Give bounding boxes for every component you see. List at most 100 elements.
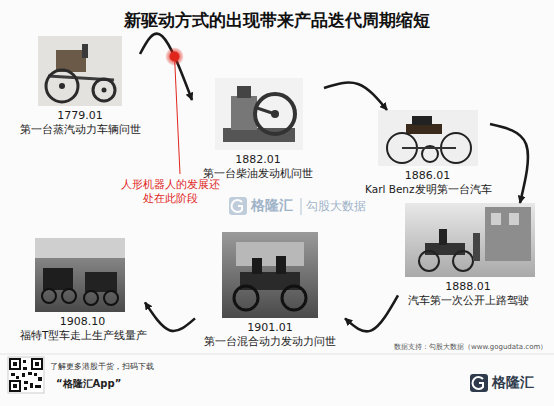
timeline-event: 1888.01汽车第一次公开上路驾驶 — [398, 203, 538, 307]
ford-line-photo-part — [35, 238, 125, 312]
data-source-note: 数据支持：勾股大数据（www.gogudata.com） — [394, 343, 547, 351]
hybrid-car-photo-part — [236, 242, 304, 266]
timeline-arrow — [345, 295, 398, 331]
benz-car-photo-part — [412, 116, 432, 125]
brand-logo-mark-part — [470, 374, 488, 392]
benz-car-photo-part — [406, 124, 442, 134]
event-caption: Karl Benz发明第一台汽车 — [365, 183, 490, 197]
steam-vehicle-photo-part — [38, 36, 122, 106]
watermark-text: 勾股大数据 — [306, 199, 366, 213]
road-drive-photo-part — [473, 233, 480, 261]
qr-code-part — [8, 357, 44, 393]
hybrid-car-photo-part — [252, 258, 262, 274]
steam-vehicle-photo — [38, 36, 122, 106]
event-date: 1882.01 — [192, 153, 324, 167]
event-caption: 第一台混合动力发动力问世 — [195, 335, 345, 349]
diesel-engine-photo-part — [215, 78, 303, 150]
road-drive-photo-part — [453, 251, 473, 271]
steam-vehicle-photo-part — [102, 88, 107, 93]
road-drive-photo-part — [509, 213, 519, 225]
diesel-engine-photo-part — [255, 94, 295, 134]
hybrid-car-photo-part — [222, 232, 318, 318]
watermark-logo-part — [229, 197, 247, 215]
road-drive-photo-part — [439, 229, 447, 245]
road-drive-photo-part — [491, 213, 501, 225]
timeline-arrow — [324, 83, 387, 110]
qr-code-part — [28, 372, 32, 375]
road-drive-photo-part — [405, 203, 535, 277]
steam-vehicle-photo-part — [93, 79, 115, 101]
hybrid-car-photo-part — [234, 286, 258, 310]
road-drive-photo-part — [485, 207, 531, 261]
qr-code-part — [34, 373, 37, 376]
road-drive-photo — [405, 203, 535, 277]
benz-car-photo-part — [378, 110, 478, 166]
app-name: “格隆汇App” — [56, 378, 121, 390]
brand-logo-mark-part — [473, 377, 483, 389]
qr-code-part — [10, 381, 20, 391]
callout-leader — [175, 56, 180, 174]
watermark-divider — [301, 198, 302, 215]
callout-glow — [166, 47, 184, 65]
timeline-arrow — [490, 124, 528, 203]
qr-code-part — [10, 359, 20, 369]
event-date: 1886.01 — [365, 169, 490, 183]
ford-line-photo-part — [104, 291, 118, 305]
qr-code-part — [13, 362, 17, 366]
footer-divider — [0, 354, 554, 355]
event-caption: 第一台蒸汽动力车辆问世 — [20, 123, 140, 137]
hybrid-car-photo-part — [276, 256, 286, 274]
download-hint: 了解更多港股干货，扫码下载 — [50, 362, 154, 371]
ford-line-photo-part — [35, 238, 125, 258]
steam-vehicle-photo-part — [82, 44, 88, 58]
qr-code-part — [22, 373, 25, 377]
qr-code-part — [16, 376, 19, 379]
qr-code-part — [24, 381, 28, 384]
timeline-event: 1901.01第一台混合动力发动力问世 — [195, 232, 345, 348]
qr-code-part — [38, 377, 42, 381]
watermark-text: 格隆汇 — [251, 197, 293, 214]
timeline-event: 1886.01Karl Benz发明第一台汽车 — [365, 110, 490, 196]
diesel-engine-photo-part — [257, 108, 275, 114]
event-caption: 汽车第一次公开上路驾驶 — [398, 294, 538, 308]
benz-car-photo — [378, 110, 478, 166]
brand-logo-text: 格隆汇 — [492, 374, 534, 391]
qr-code-part — [11, 373, 15, 376]
qr-code-part — [30, 383, 33, 388]
ford-line-photo-part — [84, 291, 98, 305]
ford-line-photo-part — [62, 289, 76, 303]
timeline-event: 1882.01第一台柴油发动机问世 — [192, 78, 324, 180]
watermark-logo-part — [232, 200, 242, 212]
qr-code-part — [13, 384, 17, 388]
hybrid-car-photo-part — [282, 286, 306, 310]
ford-line-photo-part — [42, 289, 56, 303]
event-date: 1908.10 — [20, 315, 145, 329]
timeline-arrow — [140, 34, 192, 100]
event-date: 1779.01 — [20, 109, 140, 123]
brand-logo-mark — [470, 374, 488, 392]
qr-code-part — [32, 359, 42, 369]
diagram-title: 新驱动方式的出现带来产品迭代周期缩短 — [0, 9, 554, 32]
qr-code — [8, 357, 44, 393]
timeline-arrow — [145, 302, 195, 331]
event-caption: 福特T型车走上生产线量产 — [20, 329, 145, 343]
callout-note: 人形机器人的发展还处在此阶段 — [116, 178, 224, 207]
diesel-engine-photo — [215, 78, 303, 150]
diesel-engine-photo-part — [237, 86, 251, 98]
timeline-event: 1779.01第一台蒸汽动力车辆问世 — [20, 36, 140, 136]
ford-line-photo-part — [85, 272, 117, 292]
qr-code-part — [35, 362, 39, 366]
callout-dot — [170, 51, 180, 61]
ford-line-photo — [35, 238, 125, 312]
benz-car-photo-part — [402, 147, 456, 149]
steam-vehicle-photo-part — [46, 70, 78, 102]
qr-code-part — [24, 387, 27, 390]
steam-vehicle-photo-part — [59, 83, 65, 89]
event-date: 1901.01 — [195, 321, 345, 335]
ford-line-photo-part — [43, 268, 73, 290]
hybrid-car-photo — [222, 232, 318, 318]
qr-code-part — [23, 367, 27, 370]
qr-code-part — [23, 360, 26, 363]
